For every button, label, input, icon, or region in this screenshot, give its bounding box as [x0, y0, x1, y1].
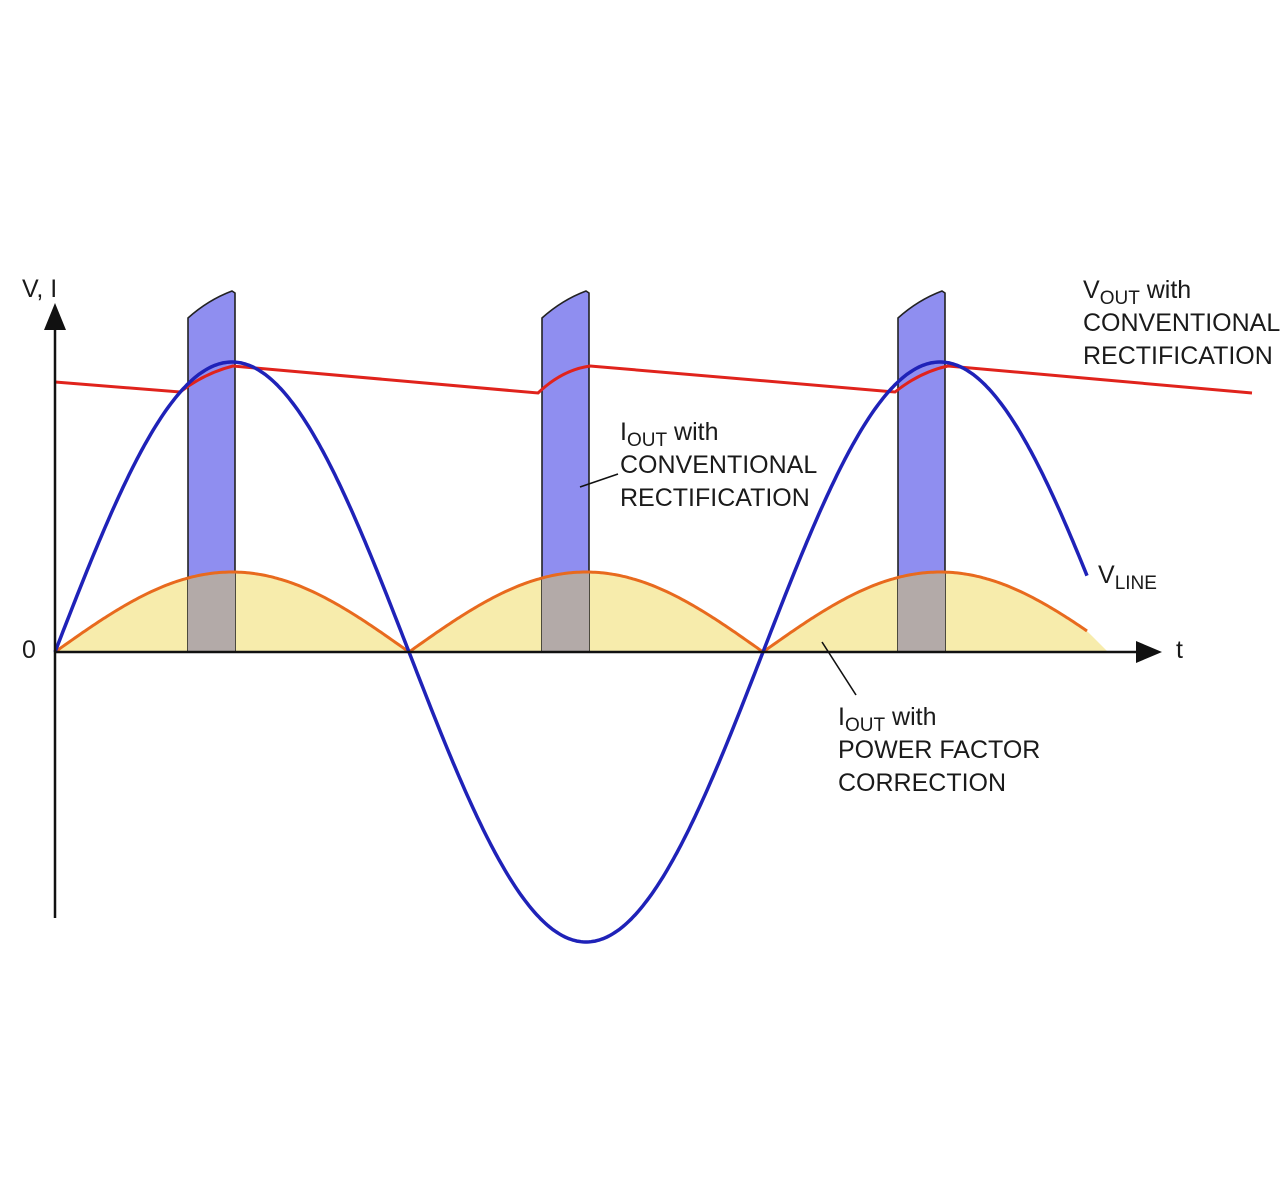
overlap-region: [542, 572, 589, 652]
iout-conventional-pulse: [187, 290, 236, 653]
iout-pfc-line: [54, 570, 1088, 654]
vout-conventional-label: VOUT with CONVENTIONAL RECTIFICATION: [1083, 276, 1280, 370]
svg-text:CORRECTION: CORRECTION: [838, 769, 1006, 797]
svg-text:POWER FACTOR: POWER FACTOR: [838, 736, 1040, 764]
svg-text:IOUT with: IOUT with: [838, 703, 936, 736]
vline-sine: [53, 360, 1089, 944]
vline-label: VLINE: [1098, 561, 1157, 594]
iout-pfc-label: IOUT with POWER FACTOR CORRECTION: [838, 703, 1040, 797]
leader-line-iout-conventional: [579, 473, 619, 488]
svg-text:RECTIFICATION: RECTIFICATION: [620, 484, 810, 512]
iout-conventional-label: IOUT with CONVENTIONAL RECTIFICATION: [620, 418, 817, 512]
svg-text:CONVENTIONAL: CONVENTIONAL: [620, 451, 817, 479]
pulse-pfc-overlap: [188, 572, 945, 652]
svg-text:IOUT with: IOUT with: [620, 418, 718, 451]
svg-text:CONVENTIONAL: CONVENTIONAL: [1083, 309, 1280, 337]
overlap-region: [188, 572, 235, 652]
x-axis-label: t: [1176, 636, 1183, 664]
vout-conventional-line: [54, 364, 1253, 395]
overlap-region: [898, 572, 945, 652]
y-axis-label: V, I: [22, 275, 57, 303]
x-axis-arrowhead: [1136, 641, 1162, 663]
leader-line-iout-pfc: [821, 641, 857, 696]
svg-text:VLINE: VLINE: [1098, 561, 1157, 594]
origin-label: 0: [22, 636, 36, 664]
svg-text:VOUT with: VOUT with: [1083, 276, 1191, 309]
y-axis-arrowhead: [44, 303, 66, 330]
svg-text:RECTIFICATION: RECTIFICATION: [1083, 342, 1273, 370]
